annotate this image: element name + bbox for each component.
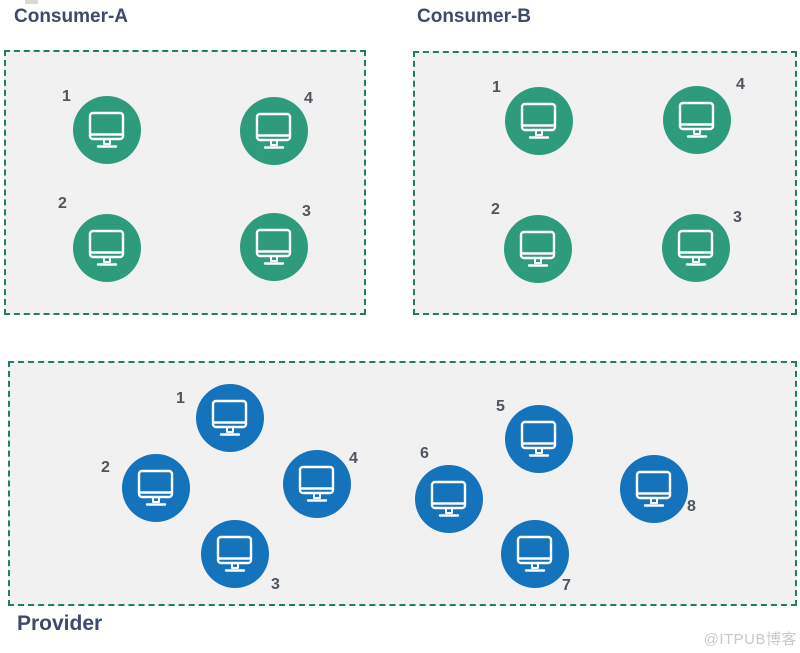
node-number-provider-2: 2 (101, 459, 110, 476)
monitor-icon (137, 469, 174, 506)
node-consumer-b-1 (505, 87, 573, 155)
node-consumer-a-3 (240, 213, 308, 281)
node-provider-8 (620, 455, 688, 523)
provider-title: Provider (17, 612, 103, 635)
monitor-icon (216, 535, 253, 572)
node-provider-4 (283, 450, 351, 518)
top-artifact (25, 0, 38, 4)
consumer-b-box (413, 51, 797, 315)
monitor-icon (635, 470, 672, 507)
monitor-icon (255, 228, 292, 265)
node-consumer-a-2 (73, 214, 141, 282)
node-number-provider-3: 3 (271, 576, 280, 593)
watermark-text: @ITPUB博客 (703, 631, 797, 648)
node-number-consumer-a-4: 4 (304, 90, 313, 107)
node-consumer-a-4 (240, 97, 308, 165)
consumer-a-title: Consumer-A (14, 6, 129, 27)
node-consumer-b-4 (663, 86, 731, 154)
node-number-consumer-a-3: 3 (302, 203, 311, 220)
node-provider-7 (501, 520, 569, 588)
node-provider-5 (505, 405, 573, 473)
node-number-provider-8: 8 (687, 498, 696, 515)
monitor-icon (677, 229, 714, 266)
monitor-icon (255, 112, 292, 149)
monitor-icon (430, 480, 467, 517)
node-consumer-a-1 (73, 96, 141, 164)
node-number-consumer-b-4: 4 (736, 76, 745, 93)
monitor-icon (516, 535, 553, 572)
node-number-provider-5: 5 (496, 398, 505, 415)
node-provider-6 (415, 465, 483, 533)
monitor-icon (678, 101, 715, 138)
node-number-consumer-a-2: 2 (58, 195, 67, 212)
monitor-icon (298, 465, 335, 502)
node-number-provider-7: 7 (562, 577, 571, 594)
node-provider-2 (122, 454, 190, 522)
node-provider-3 (201, 520, 269, 588)
node-number-provider-4: 4 (349, 450, 358, 467)
monitor-icon (520, 420, 557, 457)
node-number-consumer-b-1: 1 (492, 79, 501, 96)
consumer-a-box (4, 50, 366, 315)
monitor-icon (88, 111, 125, 148)
node-number-consumer-b-2: 2 (491, 201, 500, 218)
monitor-icon (88, 229, 125, 266)
node-consumer-b-2 (504, 215, 572, 283)
monitor-icon (520, 102, 557, 139)
node-number-provider-1: 1 (176, 390, 185, 407)
consumer-b-title: Consumer-B (417, 6, 532, 27)
node-number-consumer-b-3: 3 (733, 209, 742, 226)
node-provider-1 (196, 384, 264, 452)
node-consumer-b-3 (662, 214, 730, 282)
monitor-icon (211, 399, 248, 436)
monitor-icon (519, 230, 556, 267)
node-number-consumer-a-1: 1 (62, 88, 71, 105)
node-number-provider-6: 6 (420, 445, 429, 462)
